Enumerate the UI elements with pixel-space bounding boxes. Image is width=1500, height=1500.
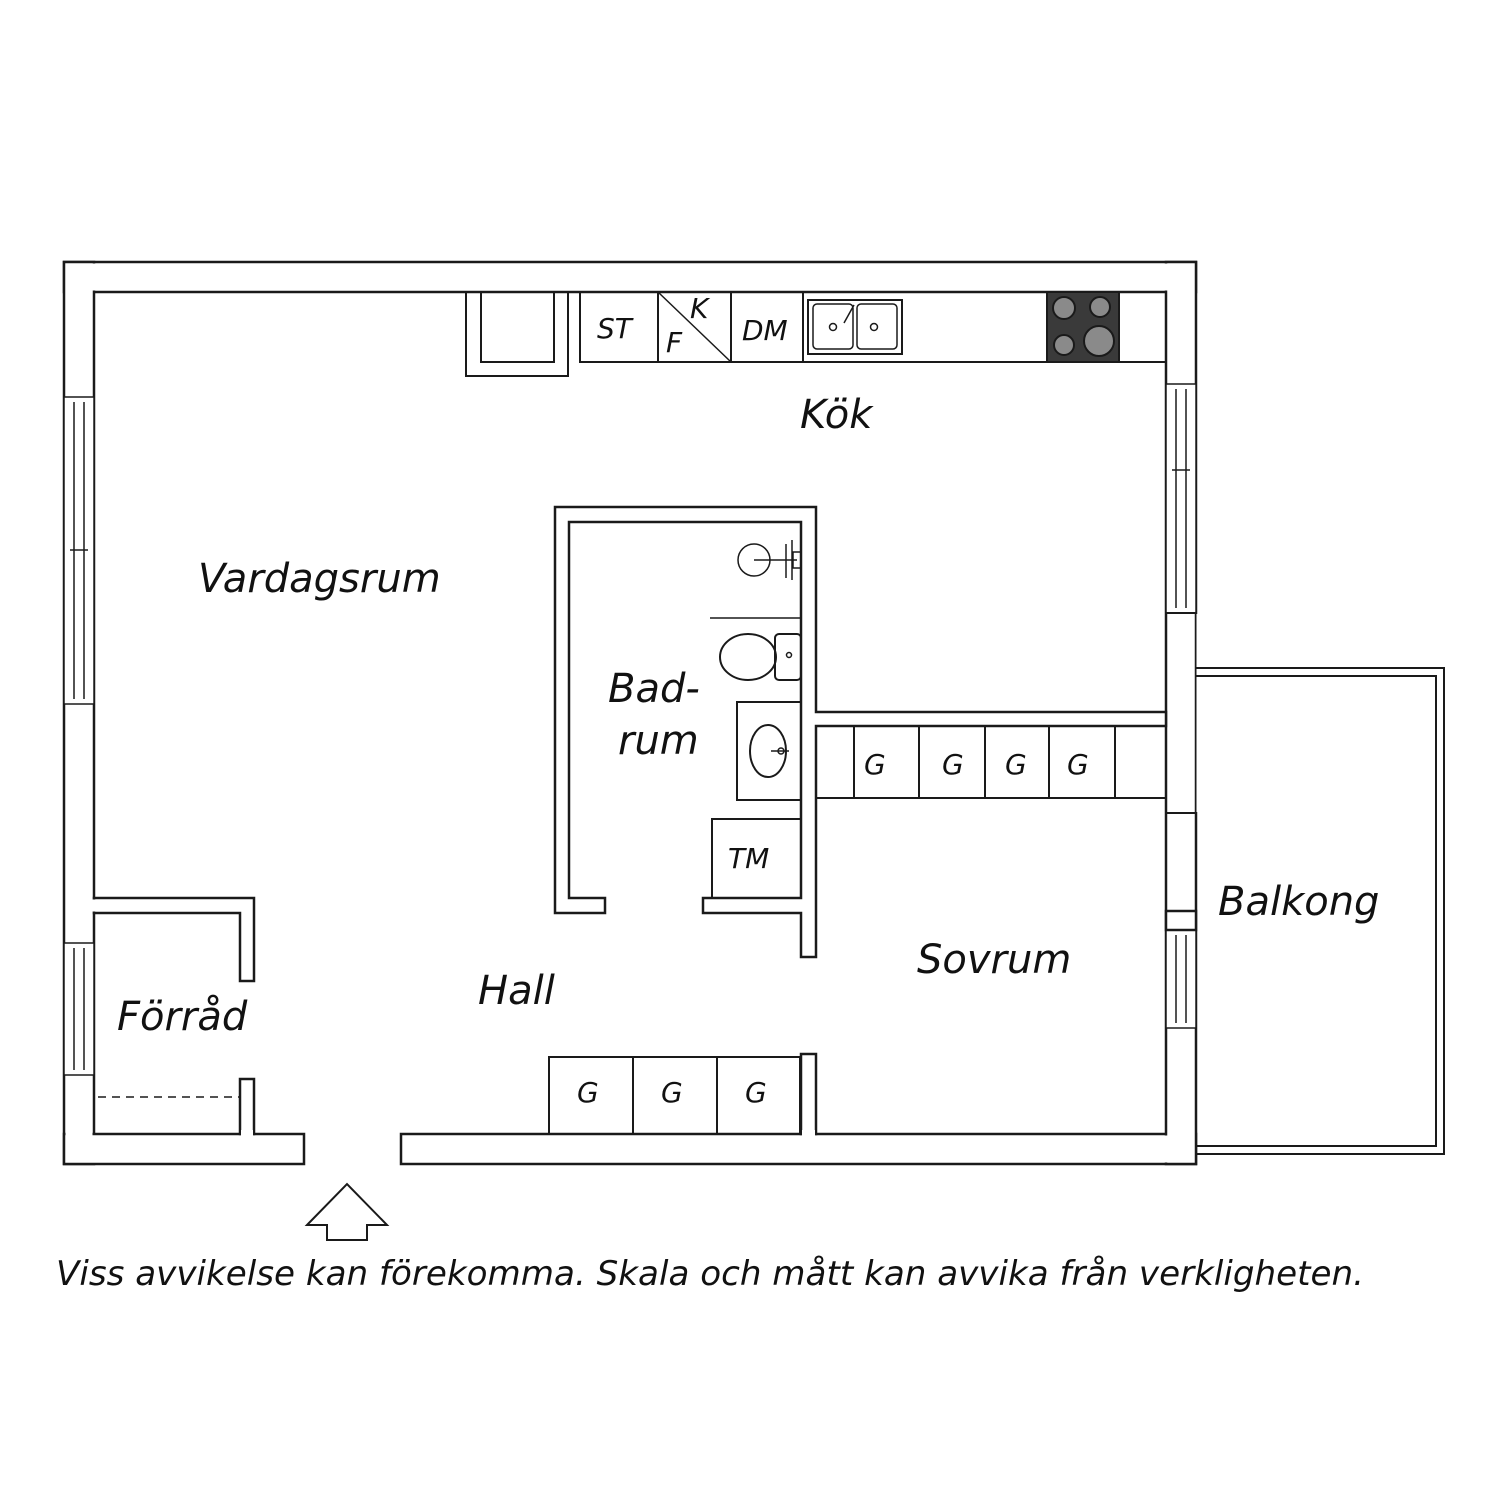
wardrobe-label: G <box>577 1076 599 1109</box>
balcony <box>1196 667 1445 1155</box>
wardrobe-label: G <box>745 1076 767 1109</box>
washbasin-icon <box>736 701 802 801</box>
room-label-hall: Hall <box>478 968 555 1014</box>
wardrobe-label: G <box>864 748 886 781</box>
bathroom-walls <box>553 505 1168 959</box>
fixture-label-f: F <box>666 326 683 359</box>
room-label-vardagsrum: Vardagsrum <box>198 556 441 602</box>
kitchen-counter <box>465 291 1167 377</box>
room-label-sovrum: Sovrum <box>917 937 1071 983</box>
room-label-kok: Kök <box>800 392 874 438</box>
windows <box>63 383 1197 1076</box>
wardrobes-bedroom <box>815 725 1167 799</box>
wardrobes-hall <box>548 1052 818 1136</box>
toilet-icon <box>719 633 802 681</box>
fixture-label-st: ST <box>597 312 634 345</box>
wardrobe-label: G <box>1005 748 1027 781</box>
room-label-badrum-line2: rum <box>618 718 699 764</box>
room-label-balkong: Balkong <box>1218 879 1379 925</box>
room-label-badrum-line1: Bad- <box>608 666 700 712</box>
fixture-label-tm: TM <box>728 842 769 875</box>
fixture-label-k: K <box>690 292 711 325</box>
entrance-arrow-icon <box>304 1182 390 1241</box>
wardrobe-label: G <box>1067 748 1089 781</box>
room-label-forrad: Förråd <box>117 994 248 1040</box>
shower-icon <box>737 540 802 580</box>
bathroom-fixtures <box>710 540 802 899</box>
fixture-label-dm: DM <box>742 314 788 347</box>
wardrobe-label: G <box>942 748 964 781</box>
right-wall-openings <box>1164 612 1198 932</box>
disclaimer-text: Viss avvikelse kan förekomma. Skala och … <box>56 1254 1364 1294</box>
wardrobe-label: G <box>661 1076 683 1109</box>
storage-walls <box>92 896 256 1136</box>
